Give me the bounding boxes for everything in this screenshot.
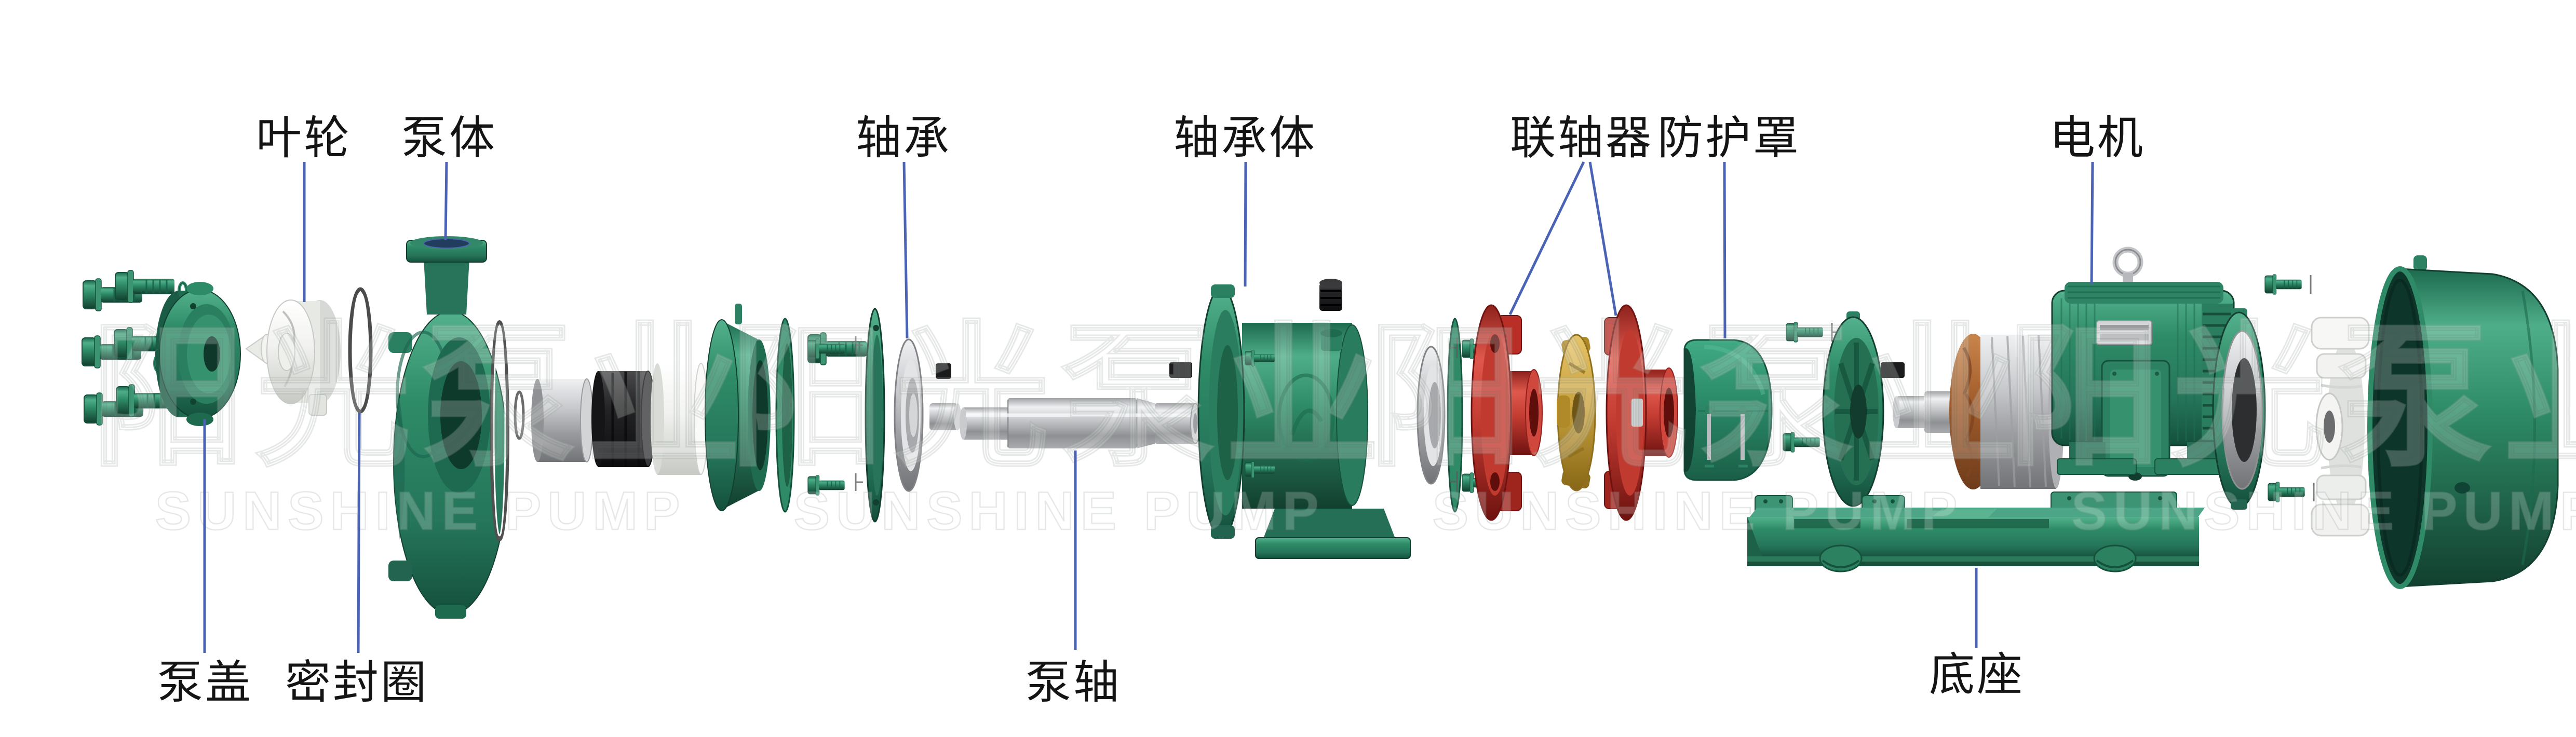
casing-gasket-ring bbox=[490, 320, 509, 541]
gland-bolts bbox=[807, 332, 868, 496]
cooling-fan bbox=[2311, 317, 2370, 537]
leader-guard bbox=[1723, 161, 1727, 339]
impeller bbox=[266, 299, 341, 416]
pump-cover bbox=[155, 282, 241, 426]
shaft-stub bbox=[929, 403, 961, 430]
leader-coupling-right bbox=[1588, 161, 1617, 316]
label-pump-body: 泵体 bbox=[401, 112, 497, 163]
label-pump-shaft: 泵轴 bbox=[1026, 657, 1121, 708]
motor-shaft-key bbox=[1881, 362, 1905, 378]
motor-rear-endbell bbox=[2212, 308, 2266, 510]
coupling-half-pump bbox=[1471, 304, 1543, 521]
coupling-guard bbox=[1683, 339, 1773, 481]
coupling-half-motor bbox=[1604, 304, 1678, 521]
base-plate bbox=[1747, 492, 2205, 572]
motor-rotor bbox=[1893, 334, 2064, 489]
leader-seal-ring bbox=[357, 412, 361, 653]
coupling-spacer-disc bbox=[1447, 318, 1463, 513]
part-labels: 叶轮 泵体 轴承 轴承体 联轴器 防护罩 电机 泵盖 密封圈 泵轴 底座 bbox=[157, 112, 2145, 708]
coupling-spider bbox=[1557, 334, 1596, 492]
seal-gland bbox=[705, 304, 771, 511]
leader-coupling-left bbox=[1508, 161, 1585, 316]
shaft-sleeve bbox=[531, 378, 594, 462]
leader-bearing-housing bbox=[1244, 161, 1247, 287]
gland-disc bbox=[775, 318, 795, 513]
watermark-cn: 阳光泵业 bbox=[1368, 310, 2028, 485]
watermark: 阳光泵业 SUNSHINE PUMP 阳光泵业 SUNSHINE PUMP 阳光… bbox=[90, 310, 2576, 542]
watermark-en: SUNSHINE PUMP bbox=[2071, 481, 2576, 541]
label-coupling: 联轴器 bbox=[1510, 112, 1653, 163]
leader-pump-body bbox=[444, 161, 448, 240]
watermark-en: SUNSHINE PUMP bbox=[794, 481, 1325, 541]
label-seal-ring: 密封圈 bbox=[285, 657, 428, 708]
leader-motor bbox=[2090, 161, 2094, 285]
bearing-rear bbox=[1417, 346, 1446, 485]
label-base: 底座 bbox=[1929, 649, 2025, 700]
seal-ring bbox=[348, 287, 373, 414]
label-pump-cover: 泵盖 bbox=[157, 657, 253, 708]
fan-cover-bolts bbox=[2264, 274, 2315, 503]
leader-bearing bbox=[902, 161, 909, 339]
guard-pins bbox=[1705, 406, 1748, 468]
pump-shaft bbox=[936, 362, 1201, 448]
coupling-bolts bbox=[1450, 337, 1500, 494]
watermark-cn: 阳光泵业 bbox=[2006, 310, 2576, 485]
watermark-cn: 阳光泵业 bbox=[90, 310, 751, 485]
label-bearing-housing: 轴承体 bbox=[1174, 112, 1317, 163]
leader-lines bbox=[203, 161, 2094, 653]
motor-front-endbell bbox=[1822, 311, 1884, 507]
fan-cover bbox=[2367, 255, 2559, 589]
label-impeller: 叶轮 bbox=[256, 112, 352, 163]
label-guard: 防护罩 bbox=[1657, 112, 1801, 163]
pump-body bbox=[388, 236, 508, 619]
watermark-en: SUNSHINE PUMP bbox=[1433, 481, 1964, 541]
bearing-cap-disc bbox=[865, 308, 885, 523]
label-motor: 电机 bbox=[2049, 112, 2145, 163]
small-washer-ring bbox=[514, 390, 525, 440]
watermark-cn: 阳光泵业 bbox=[729, 310, 1390, 485]
watermark-en: SUNSHINE PUMP bbox=[155, 481, 686, 541]
white-liner-cylinder bbox=[651, 363, 708, 475]
bearing-housing bbox=[1197, 279, 1411, 559]
label-bearing: 轴承 bbox=[856, 112, 951, 163]
bearing-front bbox=[894, 338, 924, 492]
